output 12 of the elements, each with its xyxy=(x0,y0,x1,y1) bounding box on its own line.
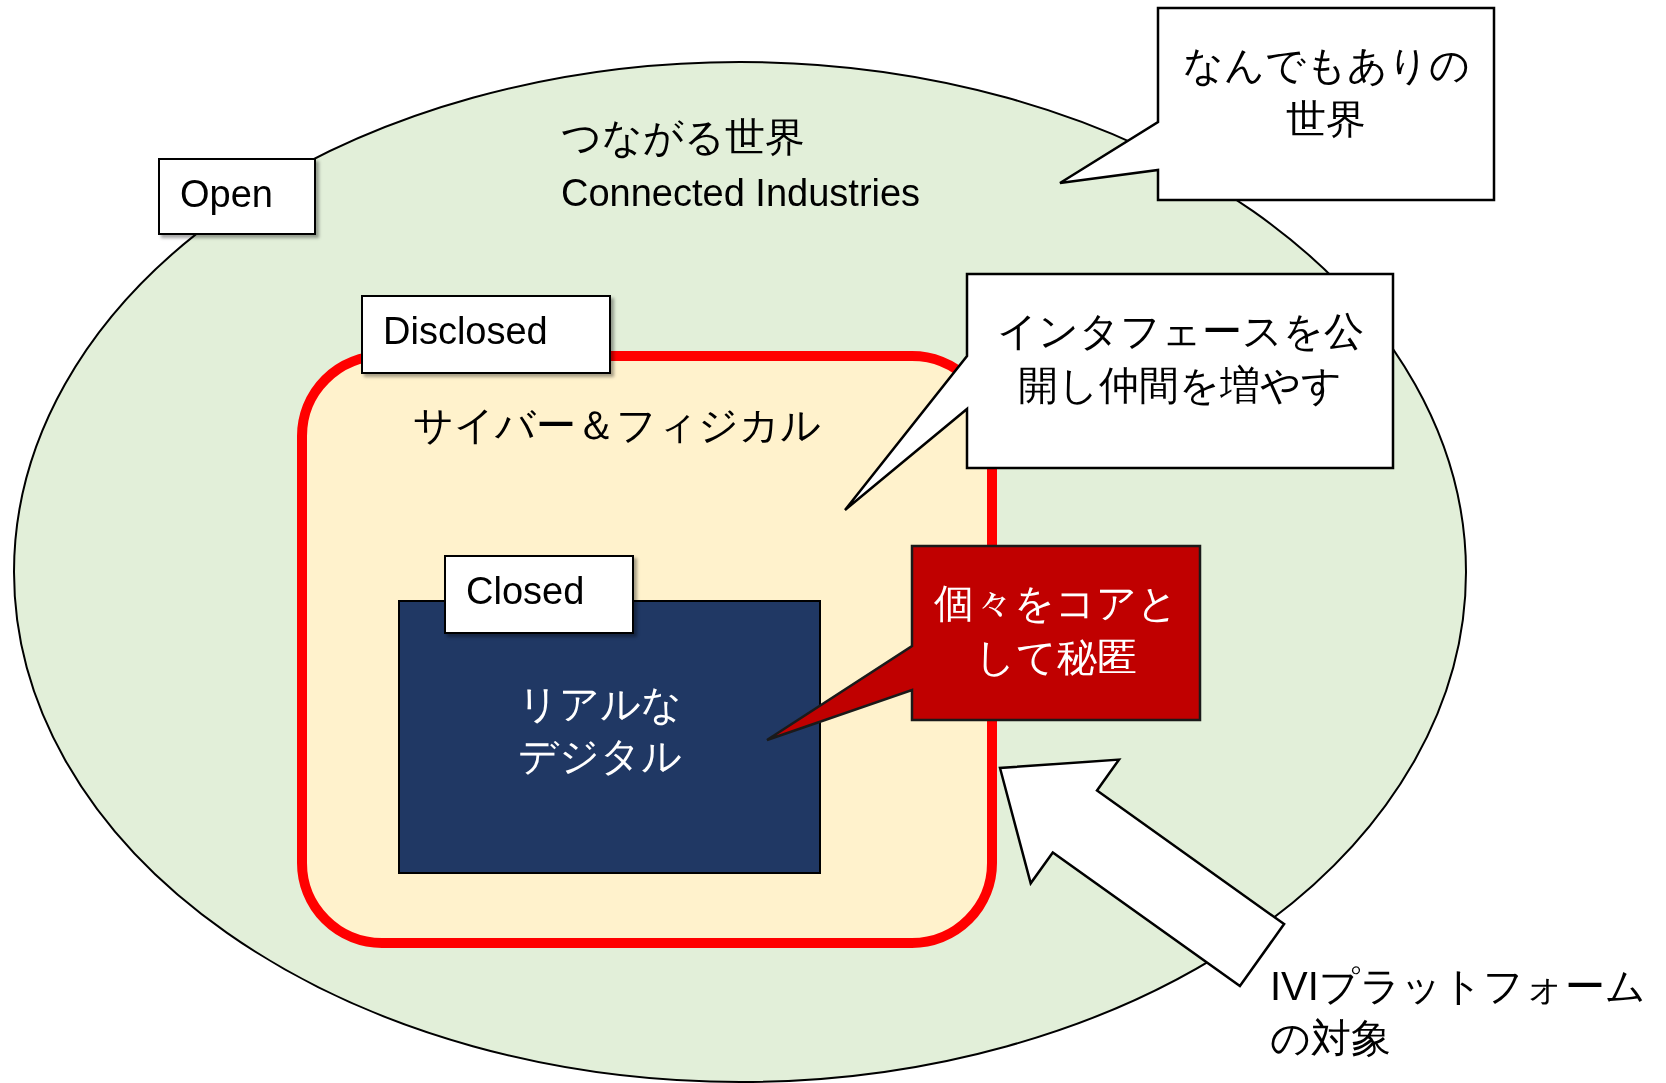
caption-text: IVIプラットフォームの対象 xyxy=(1270,963,1647,1062)
callout-text: インタフェースを公開し仲間を増やす xyxy=(995,308,1365,409)
region-title: つながる世界 xyxy=(561,114,805,161)
region-subtitle: Connected Industries xyxy=(561,171,921,216)
tag-box: Open xyxy=(158,158,316,235)
region-title: サイバー＆フィジカル xyxy=(413,402,821,449)
tag-box: Closed xyxy=(444,555,634,634)
tag-box: Disclosed xyxy=(361,295,611,374)
block-arrow xyxy=(998,758,1286,988)
callout-text: なんでもありの世界 xyxy=(1181,42,1471,143)
box-text: リアルなデジタル xyxy=(517,681,683,780)
callout-text: 個々をコアとして秘匿 xyxy=(933,580,1179,681)
